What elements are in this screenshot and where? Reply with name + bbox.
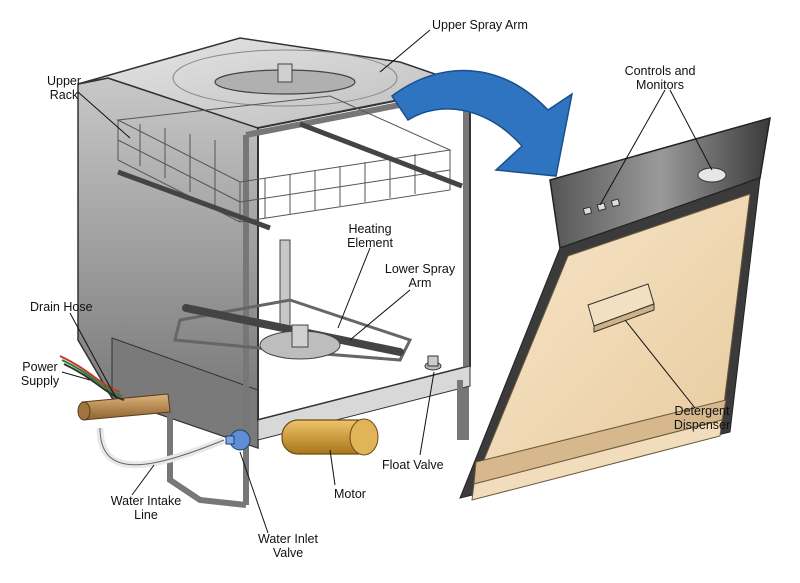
label-power-line2: Supply bbox=[20, 374, 60, 388]
label-detergent-dispenser: Detergent Dispenser bbox=[664, 404, 740, 432]
label-controls-line1: Controls and bbox=[624, 64, 696, 78]
cabinet-side-panel bbox=[77, 77, 259, 450]
label-upper-rack: Upper Rack bbox=[44, 74, 84, 102]
label-upper-rack-line2: Rack bbox=[49, 88, 79, 102]
door-open-arrow bbox=[390, 69, 574, 177]
water-inlet-valve bbox=[225, 429, 251, 451]
label-upper-spray-arm: Upper Spray Arm bbox=[432, 18, 528, 32]
dishwasher-door bbox=[459, 116, 771, 501]
label-lower-spray-line2: Arm bbox=[408, 276, 432, 290]
label-float-valve: Float Valve bbox=[382, 458, 444, 472]
label-controls-monitors: Controls and Monitors bbox=[610, 64, 710, 92]
rack-rails bbox=[117, 121, 463, 231]
label-detergent-line1: Detergent bbox=[674, 404, 730, 418]
label-water-inlet-line1: Water Inlet bbox=[258, 532, 318, 546]
detergent-dispenser bbox=[587, 283, 655, 333]
label-lower-spray-arm: Lower Spray Arm bbox=[380, 262, 460, 290]
label-water-intake-line1: Water Intake bbox=[110, 494, 182, 508]
label-motor: Motor bbox=[334, 487, 366, 501]
label-drain-hose: Drain Hose bbox=[30, 300, 93, 314]
water-intake-line bbox=[96, 427, 226, 469]
label-water-intake-line: Water Intake Line bbox=[98, 494, 194, 522]
label-heating-line1: Heating bbox=[348, 222, 392, 236]
drain-hose bbox=[77, 393, 171, 421]
base-frame bbox=[167, 380, 463, 508]
leader-lines bbox=[61, 29, 713, 534]
upper-spray-arm bbox=[214, 63, 356, 95]
label-power-line1: Power bbox=[22, 360, 58, 374]
label-water-inlet-line2: Valve bbox=[272, 546, 304, 560]
spray-tube bbox=[279, 239, 291, 331]
label-controls-line2: Monitors bbox=[636, 78, 684, 92]
power-supply-wires bbox=[59, 355, 125, 401]
lower-spray-arm bbox=[182, 304, 404, 360]
heating-element bbox=[173, 298, 413, 362]
label-power-supply: Power Supply bbox=[16, 360, 64, 388]
label-upper-rack-line1: Upper bbox=[46, 74, 82, 88]
float-valve bbox=[424, 355, 442, 371]
label-water-inlet-valve: Water Inlet Valve bbox=[248, 532, 328, 560]
upper-rack bbox=[116, 95, 452, 223]
label-heating-line2: Element bbox=[347, 236, 393, 250]
door-controls bbox=[582, 167, 727, 216]
motor bbox=[281, 418, 379, 456]
label-water-intake-line2: Line bbox=[134, 508, 158, 522]
label-lower-spray-line1: Lower Spray bbox=[384, 262, 456, 276]
label-detergent-line2: Dispenser bbox=[673, 418, 731, 432]
label-heating-element: Heating Element bbox=[340, 222, 400, 250]
